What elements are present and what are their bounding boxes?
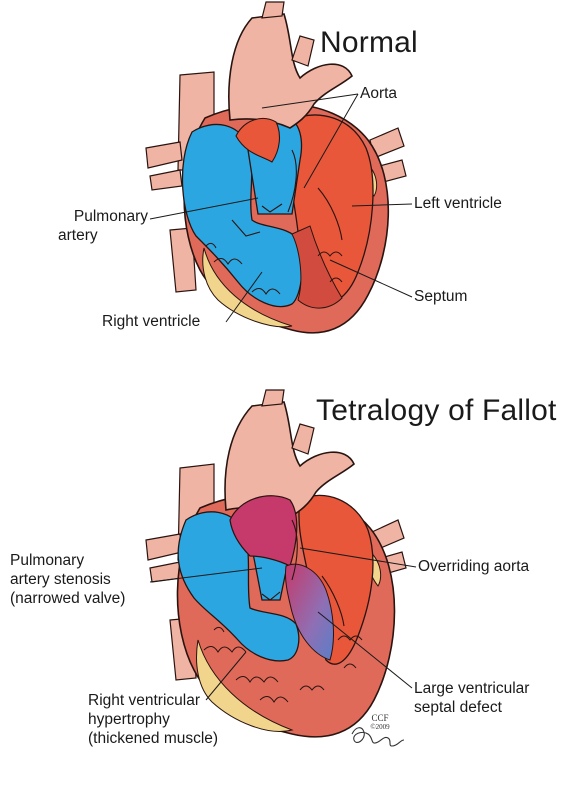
aortic-arch-branches — [261, 1, 315, 67]
label-line: Pulmonary — [10, 552, 85, 569]
leader-vsd — [317, 611, 413, 689]
label-overriding-aorta: Overriding aorta — [418, 558, 530, 575]
aorta — [228, 13, 353, 129]
leader-aorta-1 — [261, 93, 359, 109]
label-line: Large ventricular — [414, 680, 530, 697]
label-vsd: Large ventricular septal defect — [414, 679, 529, 717]
label-right-ventricle: Right ventricle — [102, 313, 201, 330]
label-left-ventricle: Left ventricle — [414, 195, 502, 212]
panel-title-tetralogy: Tetralogy of Fallot — [316, 394, 557, 427]
tof-leader-lines — [149, 547, 417, 701]
valves — [261, 519, 345, 627]
label-septum: Septum — [414, 288, 468, 305]
leader-pulmonary-stenosis — [149, 567, 263, 583]
trabeculae — [205, 242, 343, 295]
aortic-arch-branches — [261, 389, 315, 455]
label-line: (narrowed valve) — [10, 590, 126, 607]
leader-aorta-2 — [303, 93, 359, 189]
leader-pulmonary-artery — [149, 197, 259, 220]
fat-layer — [196, 639, 294, 732]
label-line: (thickened muscle) — [88, 730, 219, 747]
pulmonary-veins-left — [145, 141, 183, 191]
label-line: hypertrophy — [88, 711, 170, 728]
tof-heart — [145, 389, 407, 738]
label-line: septal defect — [414, 699, 502, 716]
leader-left-ventricle — [351, 203, 413, 207]
label-line: artery stenosis — [10, 571, 111, 588]
label-rv-hypertrophy: Right ventricular hypertrophy (thickened… — [88, 691, 218, 748]
ventricular-septal-defect — [285, 563, 334, 661]
label-line: Right ventricular — [88, 692, 200, 709]
credit-org: CCF — [371, 713, 389, 723]
normal-heart — [145, 1, 407, 334]
label-aorta: Aorta — [360, 85, 398, 102]
normal-leader-lines — [149, 93, 413, 323]
panel-title-normal: Normal — [320, 26, 418, 59]
pulmonary-veins-left — [145, 533, 183, 583]
valves — [231, 149, 343, 241]
label-pulmonary-artery: Pulmonary artery — [58, 207, 148, 245]
leader-right-ventricle — [225, 271, 263, 323]
aortic-root-red — [235, 118, 281, 163]
fat-layer — [202, 247, 293, 328]
septum — [291, 225, 343, 309]
credit-year: ©2009 — [370, 723, 390, 731]
leader-rv-hypertrophy — [205, 651, 247, 701]
copyright-credit: CCF ©2009 — [360, 714, 400, 732]
artist-signature — [351, 727, 405, 747]
label-line: artery — [58, 227, 98, 244]
leader-overriding-aorta — [299, 547, 417, 568]
leader-septum — [329, 259, 413, 298]
label-pulmonary-artery-stenosis: Pulmonary artery stenosis (narrowed valv… — [10, 551, 125, 608]
label-line: Pulmonary — [73, 208, 148, 225]
hypertrophied-muscle — [203, 626, 363, 703]
